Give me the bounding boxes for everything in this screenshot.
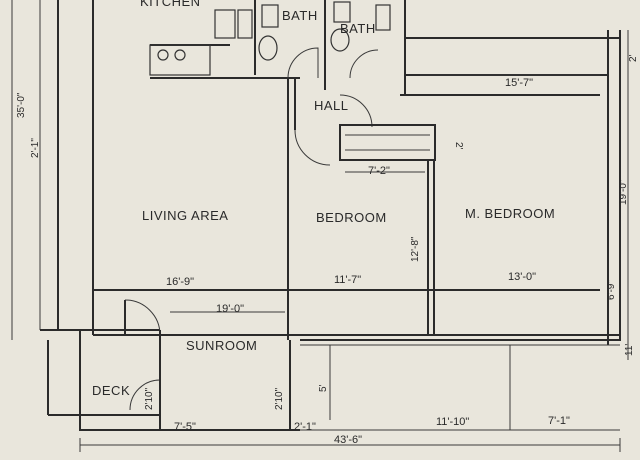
sunroom-label: SUNROOM	[186, 338, 257, 353]
closet-depth-dimension: 2'	[453, 142, 464, 150]
kitchen-label: KITCHEN	[140, 0, 201, 9]
lower-right-dimension: 7'-1"	[548, 415, 570, 427]
deck-depth-dimension: 2'10"	[144, 387, 155, 410]
deck-label: DECK	[92, 383, 130, 398]
bedroom-depth-dimension: 12'-8"	[410, 236, 421, 262]
lower-exterior-strip	[300, 344, 620, 431]
lower-mid-dimension: 11'-10"	[436, 416, 469, 428]
step-height-dimension: 5'	[318, 384, 329, 392]
sunroom-step-dimension: 2'-1"	[294, 421, 316, 433]
bedroom-label: BEDROOM	[316, 210, 387, 225]
bath2-label: BATH	[340, 21, 376, 36]
overall-depth-dimension: 35'-0"	[16, 92, 27, 118]
sunroom-walls	[124, 300, 291, 430]
kitchen-fixtures	[149, 9, 253, 76]
hall-label: HALL	[314, 98, 349, 113]
left-dimension-lines	[11, 0, 41, 340]
left-small-dimension: 2'-1"	[30, 138, 41, 158]
master-bedroom-label: M. BEDROOM	[465, 206, 555, 221]
right-small-dimension: 2'	[628, 54, 639, 62]
living-width-dimension: 16'-9"	[166, 276, 194, 288]
master-width-dimension: 13'-0"	[508, 271, 536, 283]
bedroom-width-dimension: 11'-7"	[334, 274, 361, 286]
interior-walls	[150, 0, 435, 340]
right-bottom-dimension: 11'	[624, 344, 635, 356]
hall-closet	[339, 124, 436, 161]
right-depth-dimension: 19'-0"	[618, 179, 629, 205]
living-area-label: LIVING AREA	[142, 208, 228, 223]
sunroom-depth-dimension: 2'10"	[274, 387, 285, 410]
bath1-label: BATH	[282, 8, 318, 23]
bath-fixtures	[258, 1, 391, 61]
right-lower-dimension: 6'-9"	[606, 280, 617, 300]
bottom-dimension-line	[79, 30, 629, 452]
door-swings	[124, 47, 379, 411]
overall-width-dimension: 43'-6"	[334, 434, 362, 446]
deck-width-dimension: 7'-5"	[174, 421, 196, 433]
sunroom-width-dimension: 19'-0"	[216, 303, 244, 315]
top-right-dimension: 15'-7"	[505, 77, 533, 89]
closet-width-dimension: 7'-2"	[368, 165, 390, 177]
